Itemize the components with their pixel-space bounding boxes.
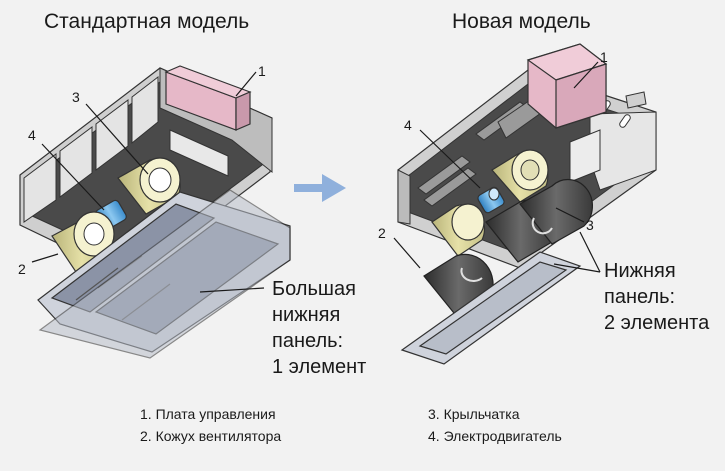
standard-label-4: 4 [28, 127, 36, 143]
standard-control-board [164, 65, 252, 131]
new-back-tab [625, 91, 647, 109]
new-callout-line-3: 2 элемента [604, 312, 710, 334]
standard-unit [19, 65, 291, 359]
new-motor [477, 186, 505, 214]
standard-callout-line-1: Большая [272, 278, 356, 300]
new-unit [397, 43, 657, 365]
legend-item-motor: 4. Электродвигатель [428, 428, 562, 444]
new-callout-line-2: панель: [604, 286, 676, 308]
legend-item-control-board: 1. Плата управления [140, 406, 276, 422]
legend-item-fan-housing: 2. Кожух вентилятора [140, 428, 282, 444]
title-new-model: Новая модель [452, 10, 591, 33]
legend-right: 3. Крыльчатка 4. Электродвигатель [428, 403, 562, 447]
new-control-board [526, 43, 608, 129]
new-panel-callout: Нижняя панель: 2 элемента [604, 258, 709, 336]
new-dark-scroll-right [485, 179, 593, 263]
standard-partition [169, 129, 229, 177]
standard-callout-line-2: нижняя [272, 304, 341, 326]
standard-side-vents [23, 75, 159, 223]
new-fan-left [431, 203, 486, 257]
new-fan-right [491, 149, 549, 203]
standard-leader-lines [31, 71, 265, 293]
transition-arrow [294, 174, 346, 202]
new-small-window [569, 129, 601, 183]
new-bottom-panel [400, 251, 582, 365]
standard-panel-callout: Большая нижняя панель: 1 элемент [272, 276, 366, 380]
new-label-2: 2 [378, 225, 386, 241]
new-label-1: 1 [600, 49, 608, 65]
legend-item-impeller: 3. Крыльчатка [428, 406, 520, 422]
new-label-4: 4 [404, 117, 412, 133]
legend-left: 1. Плата управления 2. Кожух вентилятора [140, 403, 281, 447]
standard-label-3: 3 [72, 89, 80, 105]
standard-fan-housing-right [117, 157, 181, 215]
new-callout-line-1: Нижняя [604, 260, 676, 282]
new-leader-lines [393, 61, 601, 273]
standard-callout-line-3: панель: [272, 330, 344, 352]
standard-callout-line-4: 1 элемент [272, 356, 367, 378]
new-front-wall [397, 169, 411, 225]
title-standard-model: Стандартная модель [44, 10, 250, 33]
standard-label-1: 1 [258, 63, 266, 79]
new-label-3: 3 [586, 217, 594, 233]
standard-label-2: 2 [18, 261, 26, 277]
standard-bottom-plate [38, 189, 291, 359]
